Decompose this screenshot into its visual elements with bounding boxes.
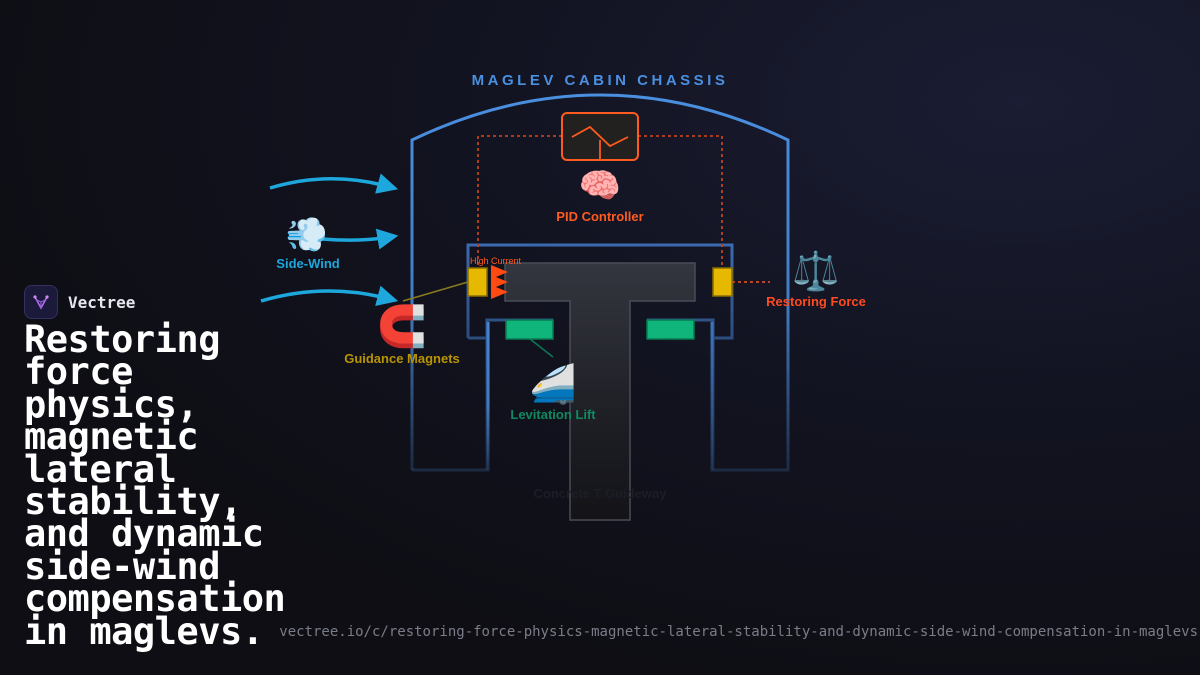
- vectree-logo-icon: [24, 285, 58, 319]
- scales-icon: ⚖️: [792, 249, 839, 293]
- page-url: vectree.io/c/restoring-force-physics-mag…: [279, 624, 1198, 640]
- guidance-magnet-right: [712, 267, 733, 297]
- brain-icon: 🧠: [579, 166, 621, 206]
- t-guideway: [504, 262, 696, 521]
- guidance-magnet-left: [467, 267, 488, 297]
- pid-label: PID Controller: [556, 209, 643, 224]
- wind-arrow-top: [269, 173, 399, 194]
- levitation-magnet-right: [646, 319, 695, 340]
- guidance-label: Guidance Magnets: [344, 351, 460, 366]
- wind-arrow-bottom: [260, 285, 399, 306]
- high-current-chevrons: [491, 265, 508, 299]
- train-icon: 🚄: [529, 362, 576, 406]
- levitation-leader: [529, 338, 554, 358]
- restoring-label: Restoring Force: [766, 294, 866, 309]
- sidewind-label: Side-Wind: [276, 256, 339, 271]
- brand-name: Vectree: [68, 292, 136, 312]
- high-current-label: High Current: [470, 256, 522, 266]
- pid-feedback-loop: [477, 135, 723, 268]
- levitation-label: Levitation Lift: [510, 407, 596, 422]
- headline: Restoring force physics, magnetic latera…: [24, 318, 286, 653]
- levitation-magnet-left: [505, 319, 554, 340]
- pid-signal-icon: [571, 125, 629, 160]
- magnet-icon: 🧲: [377, 303, 427, 350]
- wind-arrow-middle: [321, 228, 399, 250]
- wind-icon: 💨: [286, 215, 328, 255]
- brand: Vectree: [24, 285, 135, 319]
- cabin-chassis-outline: [410, 93, 790, 472]
- guidance-leader: [402, 281, 469, 302]
- guideway-label: Concrete T Guideway: [534, 486, 668, 501]
- chassis-title: MAGLEV CABIN CHASSIS: [472, 72, 729, 89]
